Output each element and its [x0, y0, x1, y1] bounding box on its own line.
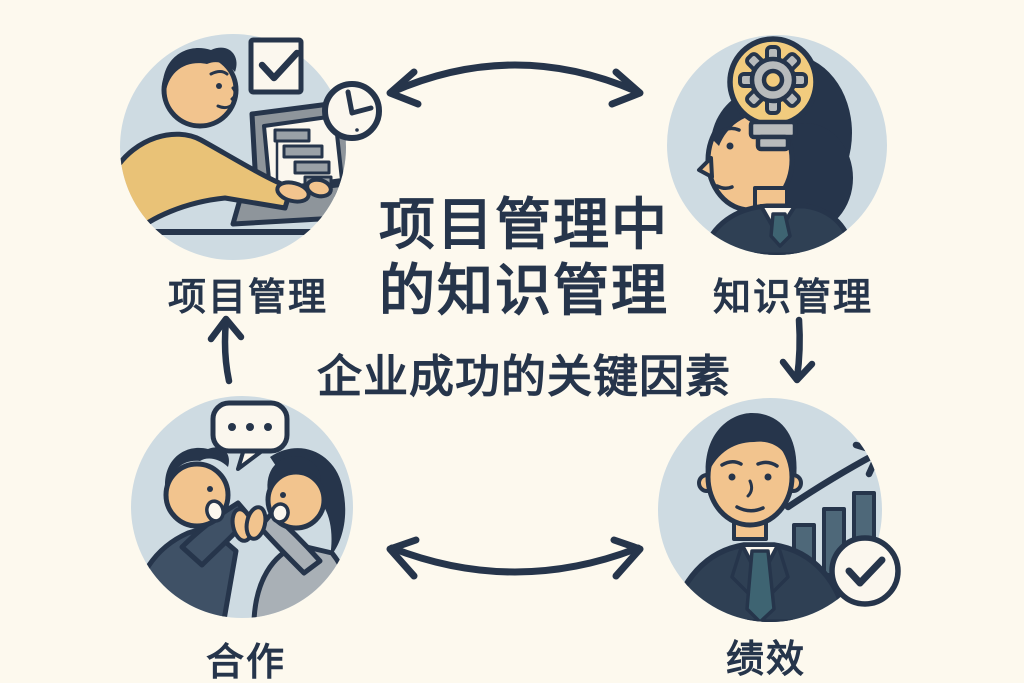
knowledge-management-illustration — [667, 35, 887, 255]
connector-right — [775, 316, 821, 386]
clock-icon — [322, 81, 382, 141]
performance-illustration — [658, 398, 901, 622]
label-performance: 绩效 — [725, 639, 806, 681]
bidirectional-arrow-bottom-icon — [386, 536, 644, 580]
bidirectional-arrow-top-icon — [386, 61, 644, 108]
down-arrow-icon — [779, 316, 816, 384]
subtitle: 企业成功的关键因素 — [316, 351, 731, 402]
node-collaboration — [120, 385, 370, 630]
joined-hands — [230, 505, 268, 543]
up-arrow-icon — [207, 315, 245, 385]
connector-bottom — [380, 532, 650, 594]
check-circle-icon — [829, 535, 901, 607]
speech-bubble-icon — [210, 400, 290, 471]
title-block: 项目管理中 的知识管理 企业成功的关键因素 — [264, 192, 784, 405]
connector-top — [380, 46, 650, 110]
project-management-illustration — [120, 34, 382, 260]
checkbox-icon — [248, 37, 304, 95]
businessman-figure — [669, 413, 849, 622]
gear-icon — [738, 45, 808, 115]
node-project-management — [105, 20, 385, 270]
node-knowledge-management — [655, 18, 905, 268]
label-project-management: 项目管理 — [167, 277, 328, 319]
worker-figure — [120, 47, 333, 237]
lightbulb-icon — [727, 36, 819, 152]
label-knowledge-management: 知识管理 — [712, 277, 873, 319]
collaboration-illustration — [131, 396, 353, 618]
node-performance — [648, 385, 910, 630]
connector-left — [203, 315, 249, 387]
title-line-2: 的知识管理 — [379, 259, 669, 322]
title-line-1: 项目管理中 — [379, 193, 669, 256]
label-collaboration: 合作 — [205, 642, 286, 683]
